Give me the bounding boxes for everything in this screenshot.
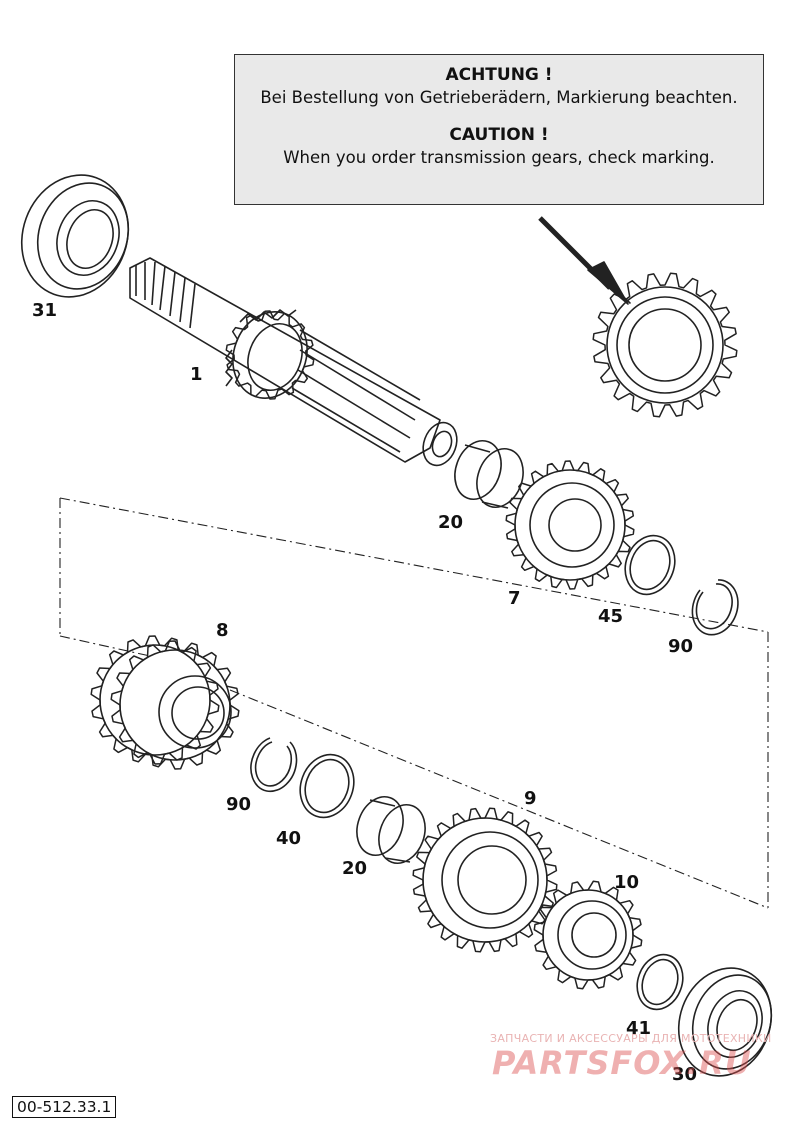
gear-9-teeth xyxy=(412,807,558,953)
washer-41 xyxy=(636,953,684,1011)
marked-gear-detail xyxy=(538,216,724,404)
marked-gear-teeth xyxy=(592,272,738,418)
callout-7: 7 xyxy=(508,588,521,609)
bearing-31 xyxy=(20,174,130,298)
notice-text-de: Bei Bestellung von Getrieberädern, Marki… xyxy=(260,88,738,107)
washer-45 xyxy=(624,534,676,596)
callout-90-lower: 90 xyxy=(226,794,252,815)
caution-notice: ACHTUNG ! Bei Bestellung von Getrieberäd… xyxy=(234,54,764,205)
gear-7-teeth xyxy=(505,460,635,590)
callout-20-lower: 20 xyxy=(342,858,368,879)
circlip-90-lower xyxy=(250,737,298,793)
circlip-90-upper xyxy=(691,579,739,636)
callout-40: 40 xyxy=(276,828,302,849)
gear-8 xyxy=(99,644,232,761)
callout-9: 9 xyxy=(524,788,537,809)
callout-30: 30 xyxy=(672,1064,698,1085)
shaft-gear-teeth xyxy=(225,310,315,400)
notice-text-en: When you order transmission gears, check… xyxy=(283,148,715,167)
callout-31: 31 xyxy=(32,300,58,321)
document-id: 00-512.33.1 xyxy=(12,1096,117,1118)
gear-8-teeth-a xyxy=(90,635,220,765)
callout-41: 41 xyxy=(626,1018,652,1039)
bushing-20-lower xyxy=(356,796,426,864)
callout-1: 1 xyxy=(190,364,203,385)
shaft-1 xyxy=(129,257,458,467)
callout-10: 10 xyxy=(614,872,640,893)
assembly-frame xyxy=(59,497,769,909)
callout-45: 45 xyxy=(598,606,624,627)
callout-20-upper: 20 xyxy=(438,512,464,533)
washer-40 xyxy=(299,753,355,819)
callout-8: 8 xyxy=(216,620,229,641)
bushing-20-upper xyxy=(454,440,524,509)
gear-8-teeth-b xyxy=(110,640,240,770)
gear-10-teeth xyxy=(533,880,643,990)
watermark-tagline: ЗАПЧАСТИ И АКСЕССУАРЫ ДЛЯ МОТОТЕХНИКИ xyxy=(490,1032,772,1045)
notice-heading-en: CAUTION ! xyxy=(449,125,549,145)
bearing-30 xyxy=(677,967,773,1077)
watermark-brand: PARTSFOX.RU xyxy=(492,1044,752,1082)
notice-heading-de: ACHTUNG ! xyxy=(445,65,553,85)
callout-90-upper: 90 xyxy=(668,636,694,657)
